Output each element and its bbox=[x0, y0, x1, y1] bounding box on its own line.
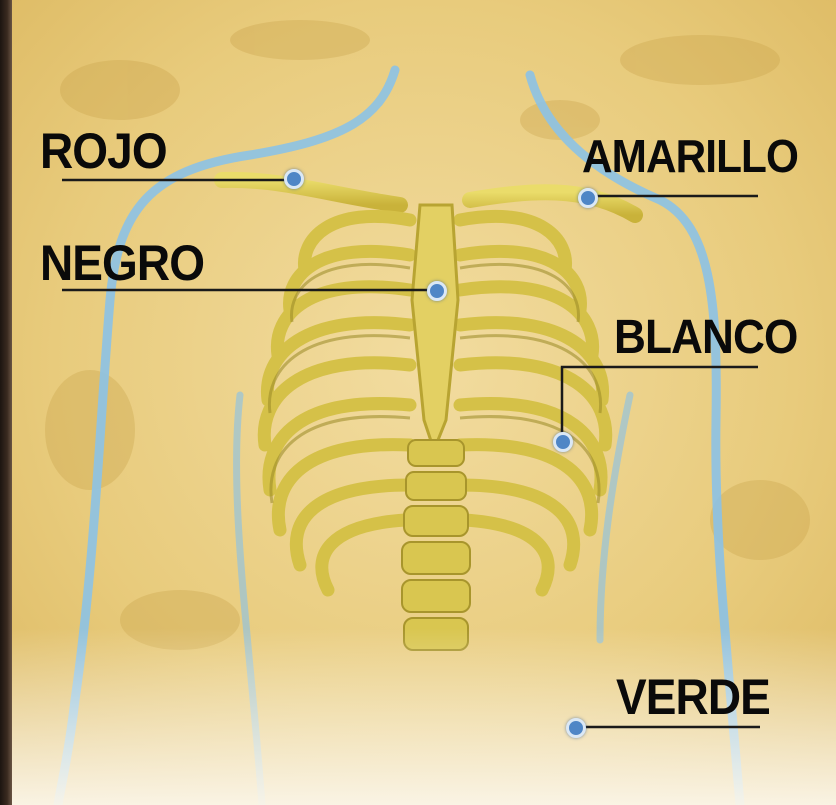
label-verde: VERDE bbox=[616, 672, 770, 722]
label-negro: NEGRO bbox=[40, 238, 204, 288]
electrode-dot-amarillo-icon bbox=[578, 188, 598, 208]
electrode-dot-blanco-icon bbox=[553, 432, 573, 452]
electrode-dot-rojo-icon bbox=[284, 169, 304, 189]
label-amarillo: AMARILLO bbox=[582, 133, 798, 179]
label-blanco: BLANCO bbox=[614, 314, 797, 362]
electrode-dot-negro-icon bbox=[427, 281, 447, 301]
electrode-dot-verde-icon bbox=[566, 718, 586, 738]
label-rojo: ROJO bbox=[40, 126, 167, 176]
